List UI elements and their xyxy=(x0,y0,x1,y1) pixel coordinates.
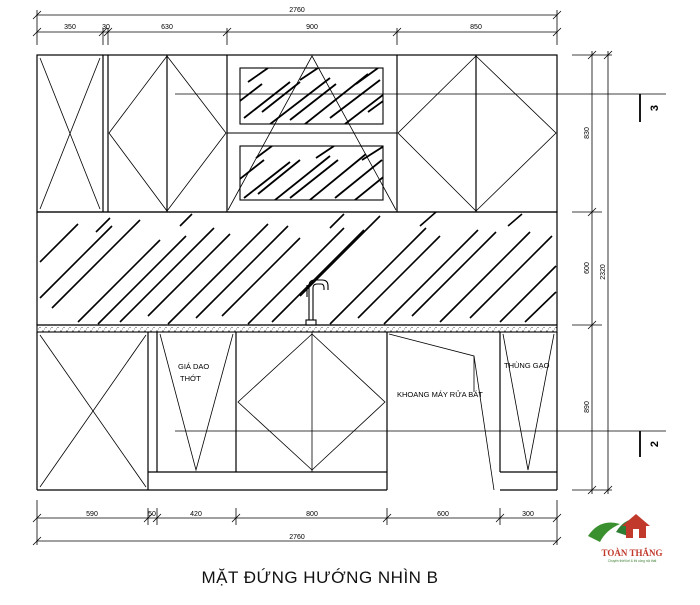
faucet xyxy=(305,279,329,326)
section-line-2 xyxy=(175,430,666,457)
right-total-dim: 2320 xyxy=(600,264,607,280)
bottom-dimension-lines xyxy=(32,500,562,546)
bottom-dim-50: 50 xyxy=(148,511,156,518)
company-logo: TOÀN THẮNG Chuyên thiết kế & thi công nộ… xyxy=(588,514,662,563)
logo-name: TOÀN THẮNG xyxy=(602,548,663,558)
right-dim-600: 600 xyxy=(584,262,591,274)
glass-hatch-upper xyxy=(240,68,383,124)
bottom-total-dim: 2760 xyxy=(289,534,305,541)
top-dim-630: 630 xyxy=(161,24,173,31)
countertop xyxy=(36,324,558,333)
knife-rack-label-line2: THỚT xyxy=(180,374,201,383)
leaf-icon xyxy=(588,522,620,542)
logo-slogan: Chuyên thiết kế & thi công nội thất xyxy=(608,559,657,563)
top-dim-30: 30 xyxy=(102,24,110,31)
section-marker-3: 3 xyxy=(649,105,661,111)
upper-cabinets xyxy=(36,54,558,213)
top-dim-850: 850 xyxy=(470,24,482,31)
section-line-3 xyxy=(175,93,666,122)
bottom-dim-420: 420 xyxy=(190,511,202,518)
top-dim-900: 900 xyxy=(306,24,318,31)
right-dim-830: 830 xyxy=(584,127,591,139)
top-total-dim: 2760 xyxy=(289,7,305,14)
top-dimension-lines xyxy=(32,10,562,45)
bottom-dim-600: 600 xyxy=(437,511,449,518)
section-marker-2: 2 xyxy=(649,441,661,447)
right-dimension-lines xyxy=(572,50,613,495)
dishwasher-label: KHOANG MÁY RỬA BÁT xyxy=(397,390,483,399)
knife-rack-label-line1: GIÁ DAO xyxy=(178,362,209,371)
top-dim-350: 350 xyxy=(64,24,76,31)
lower-cabinets xyxy=(36,332,558,491)
right-dim-890: 890 xyxy=(584,401,591,413)
bottom-dim-800: 800 xyxy=(306,511,318,518)
glass-hatch-lower xyxy=(240,146,383,200)
house-icon xyxy=(622,514,650,538)
bottom-dim-590: 590 xyxy=(86,511,98,518)
bottom-dim-300: 300 xyxy=(522,511,534,518)
drawing-title: MẶT ĐỨNG HƯỚNG NHÌN B xyxy=(201,568,439,587)
rice-bin-label: THÙNG GẠO xyxy=(504,361,550,370)
backsplash-hatch xyxy=(39,212,557,325)
